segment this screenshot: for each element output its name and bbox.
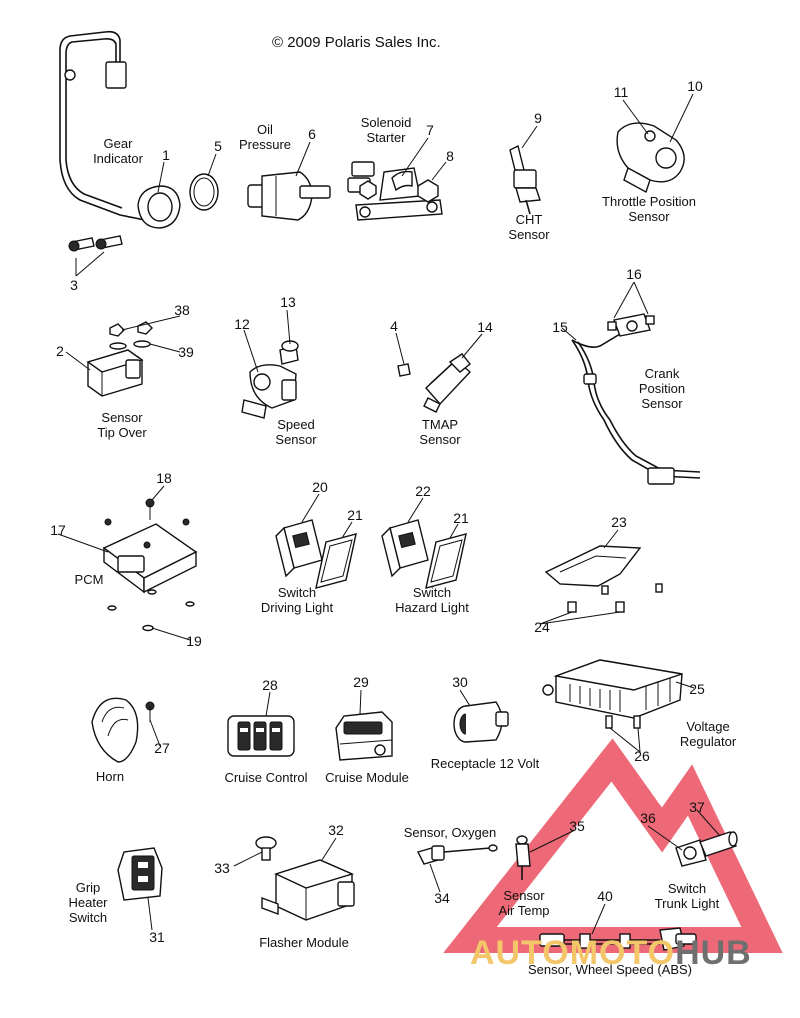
bracket-part — [544, 545, 663, 613]
callout-19: 19 — [186, 633, 202, 649]
solenoid-starter-part — [347, 161, 443, 221]
label-receptacle-12-volt: Receptacle 12 Volt — [430, 756, 540, 771]
callout-27: 27 — [154, 740, 170, 756]
callout-1: 1 — [162, 147, 170, 163]
trunk-light-switch-part — [675, 831, 738, 867]
copyright-text: © 2009 Polaris Sales Inc. — [272, 34, 441, 51]
callout-leader-lines — [57, 93, 721, 935]
callout-21a: 21 — [347, 507, 363, 523]
cht-sensor-part — [509, 144, 541, 215]
callout-9: 9 — [534, 110, 542, 126]
callout-40: 40 — [597, 888, 613, 904]
callout-16: 16 — [626, 266, 642, 282]
driving-light-switch-part — [275, 519, 357, 589]
gear-indicator-part — [59, 30, 219, 252]
grip-heater-switch-part — [117, 847, 163, 901]
callout-5: 5 — [214, 138, 222, 154]
receptacle-12-volt-part — [453, 701, 509, 743]
callout-31: 31 — [149, 929, 165, 945]
callout-29: 29 — [353, 674, 369, 690]
callout-33: 33 — [214, 860, 230, 876]
callout-17: 17 — [50, 522, 66, 538]
callout-25: 25 — [689, 681, 705, 697]
watermark-text: AUTOMOTOHUB — [470, 934, 752, 972]
callout-14: 14 — [477, 319, 493, 335]
label-flasher-module: Flasher Module — [259, 935, 349, 950]
callout-8: 8 — [446, 148, 454, 164]
label-sensor-wheel-speed: Sensor, Wheel Speed (ABS) — [527, 962, 693, 977]
voltage-regulator-part — [542, 659, 683, 729]
callout-18: 18 — [156, 470, 172, 486]
callout-13: 13 — [280, 294, 296, 310]
callout-38: 38 — [174, 302, 190, 318]
callout-30: 30 — [452, 674, 468, 690]
tip-over-sensor-part — [86, 321, 153, 397]
callout-36: 36 — [640, 810, 656, 826]
horn-part — [91, 697, 155, 763]
cruise-module-part — [335, 711, 393, 761]
oil-pressure-part — [247, 171, 331, 221]
callout-22: 22 — [415, 483, 431, 499]
callout-11: 11 — [613, 84, 629, 100]
watermark-triangle — [443, 738, 783, 953]
crank-position-sensor-part — [571, 313, 701, 485]
callout-26: 26 — [634, 748, 650, 764]
callout-23: 23 — [611, 514, 627, 530]
tmap-sensor-part — [397, 353, 472, 413]
speed-sensor-part — [241, 340, 299, 419]
label-sensor-oxygen: Sensor, Oxygen — [403, 825, 497, 840]
callout-12: 12 — [234, 316, 250, 332]
oxygen-sensor-part — [416, 844, 498, 865]
callout-20: 20 — [312, 479, 328, 495]
callout-2: 2 — [56, 343, 64, 359]
callout-21b: 21 — [453, 510, 469, 526]
callout-37: 37 — [689, 799, 705, 815]
callout-15: 15 — [552, 319, 568, 335]
label-horn: Horn — [95, 769, 125, 784]
cruise-control-part — [227, 715, 295, 757]
callout-39: 39 — [178, 344, 194, 360]
flasher-module-part — [255, 836, 355, 921]
wheel-speed-sensor-part — [539, 927, 697, 951]
callout-10: 10 — [687, 78, 703, 94]
callout-35: 35 — [569, 818, 585, 834]
callout-6: 6 — [308, 126, 316, 142]
callout-24: 24 — [534, 619, 550, 635]
label-cruise-module: Cruise Module — [325, 770, 409, 785]
throttle-position-sensor-part — [616, 122, 685, 194]
label-cruise-control: Cruise Control — [224, 770, 308, 785]
callout-4: 4 — [390, 318, 398, 334]
callout-3: 3 — [70, 277, 78, 293]
callout-32: 32 — [328, 822, 344, 838]
callout-34: 34 — [434, 890, 450, 906]
callout-28: 28 — [262, 677, 278, 693]
air-temp-sensor-part — [515, 835, 531, 880]
callout-7: 7 — [426, 122, 434, 138]
hazard-light-switch-part — [381, 519, 467, 589]
label-pcm: PCM — [74, 572, 104, 587]
pcm-part — [102, 498, 198, 632]
